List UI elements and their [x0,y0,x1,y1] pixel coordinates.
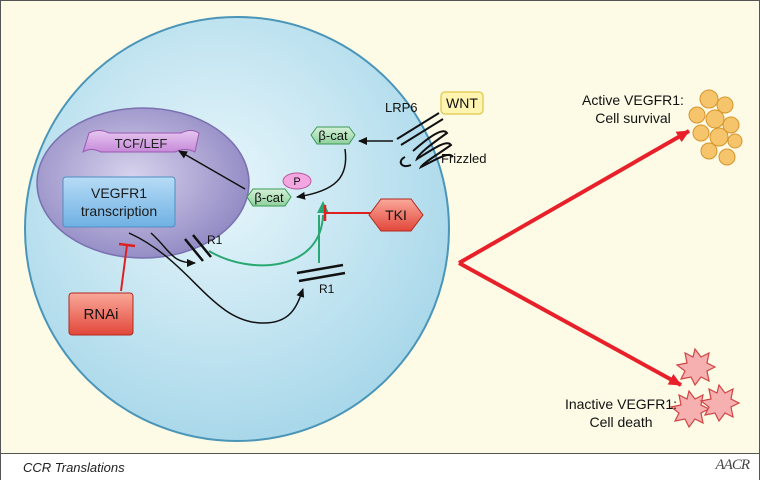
frizzled-label: Frizzled [441,151,487,166]
tki-label: TKI [385,207,407,223]
arrow-betacat-to-tcf [178,150,246,190]
beta-cat-upper: β-cat [310,126,356,145]
surviving-cells-cluster [688,89,743,166]
tcf-lef-box: TCF/LEF [82,130,200,154]
diagram-panel: TCF/LEF VEGFR1 transcription R1 [1,1,759,453]
figure-footer: CCR Translations AACR [1,453,759,480]
r1-label-nuclear: R1 [207,233,223,247]
rnai-inhibition-bar [118,242,136,248]
rnai-label: RNAi [83,306,118,323]
wnt-label: WNT [446,95,478,111]
cell-survival-label: Cell survival [595,110,670,126]
phospho-group [282,172,312,190]
vegfr1-label: VEGFR1 [91,185,147,201]
arrow-transcription-to-membrane-r1 [128,232,305,324]
beta-cat-phosphorylated: β-cat P [246,172,312,207]
arrow-transcription-to-r1 [150,232,196,267]
lrp6-frizzled-receptor [396,112,454,170]
rnai-inhibition-line [120,244,128,292]
arrow-to-survival [458,129,690,265]
tki-box: TKI [368,198,424,232]
arrow-betacat-upper-to-lower [296,148,347,200]
r1-label-membrane: R1 [319,282,335,296]
wnt-box: WNT [440,91,484,115]
active-vegfr1-label: Active VEGFR1: [582,92,684,108]
pathway-diagram: TCF/LEF VEGFR1 transcription R1 [24,16,743,442]
phospho-label: P [293,176,300,188]
transcription-label: transcription [81,203,157,219]
vegfr1-transcription-box: VEGFR1 transcription [62,176,176,228]
inactive-vegfr1-label: Inactive VEGFR1: [565,396,677,412]
lrp6-label: LRP6 [385,100,418,115]
beta-cat-label-upper: β-cat [318,128,348,143]
rnai-box: RNAi [68,292,134,336]
dying-cells-cluster [669,347,741,429]
cell-death-label: Cell death [589,414,652,430]
aacr-logo: AACR [715,457,750,473]
tcf-lef-label: TCF/LEF [115,136,168,151]
r1-receptor-nuclear: R1 [184,233,223,262]
footer-source: CCR Translations [23,460,125,475]
beta-cat-label-lower: β-cat [254,190,284,205]
arrow-to-death [458,261,682,387]
r1-receptor-membrane: R1 [296,215,346,296]
